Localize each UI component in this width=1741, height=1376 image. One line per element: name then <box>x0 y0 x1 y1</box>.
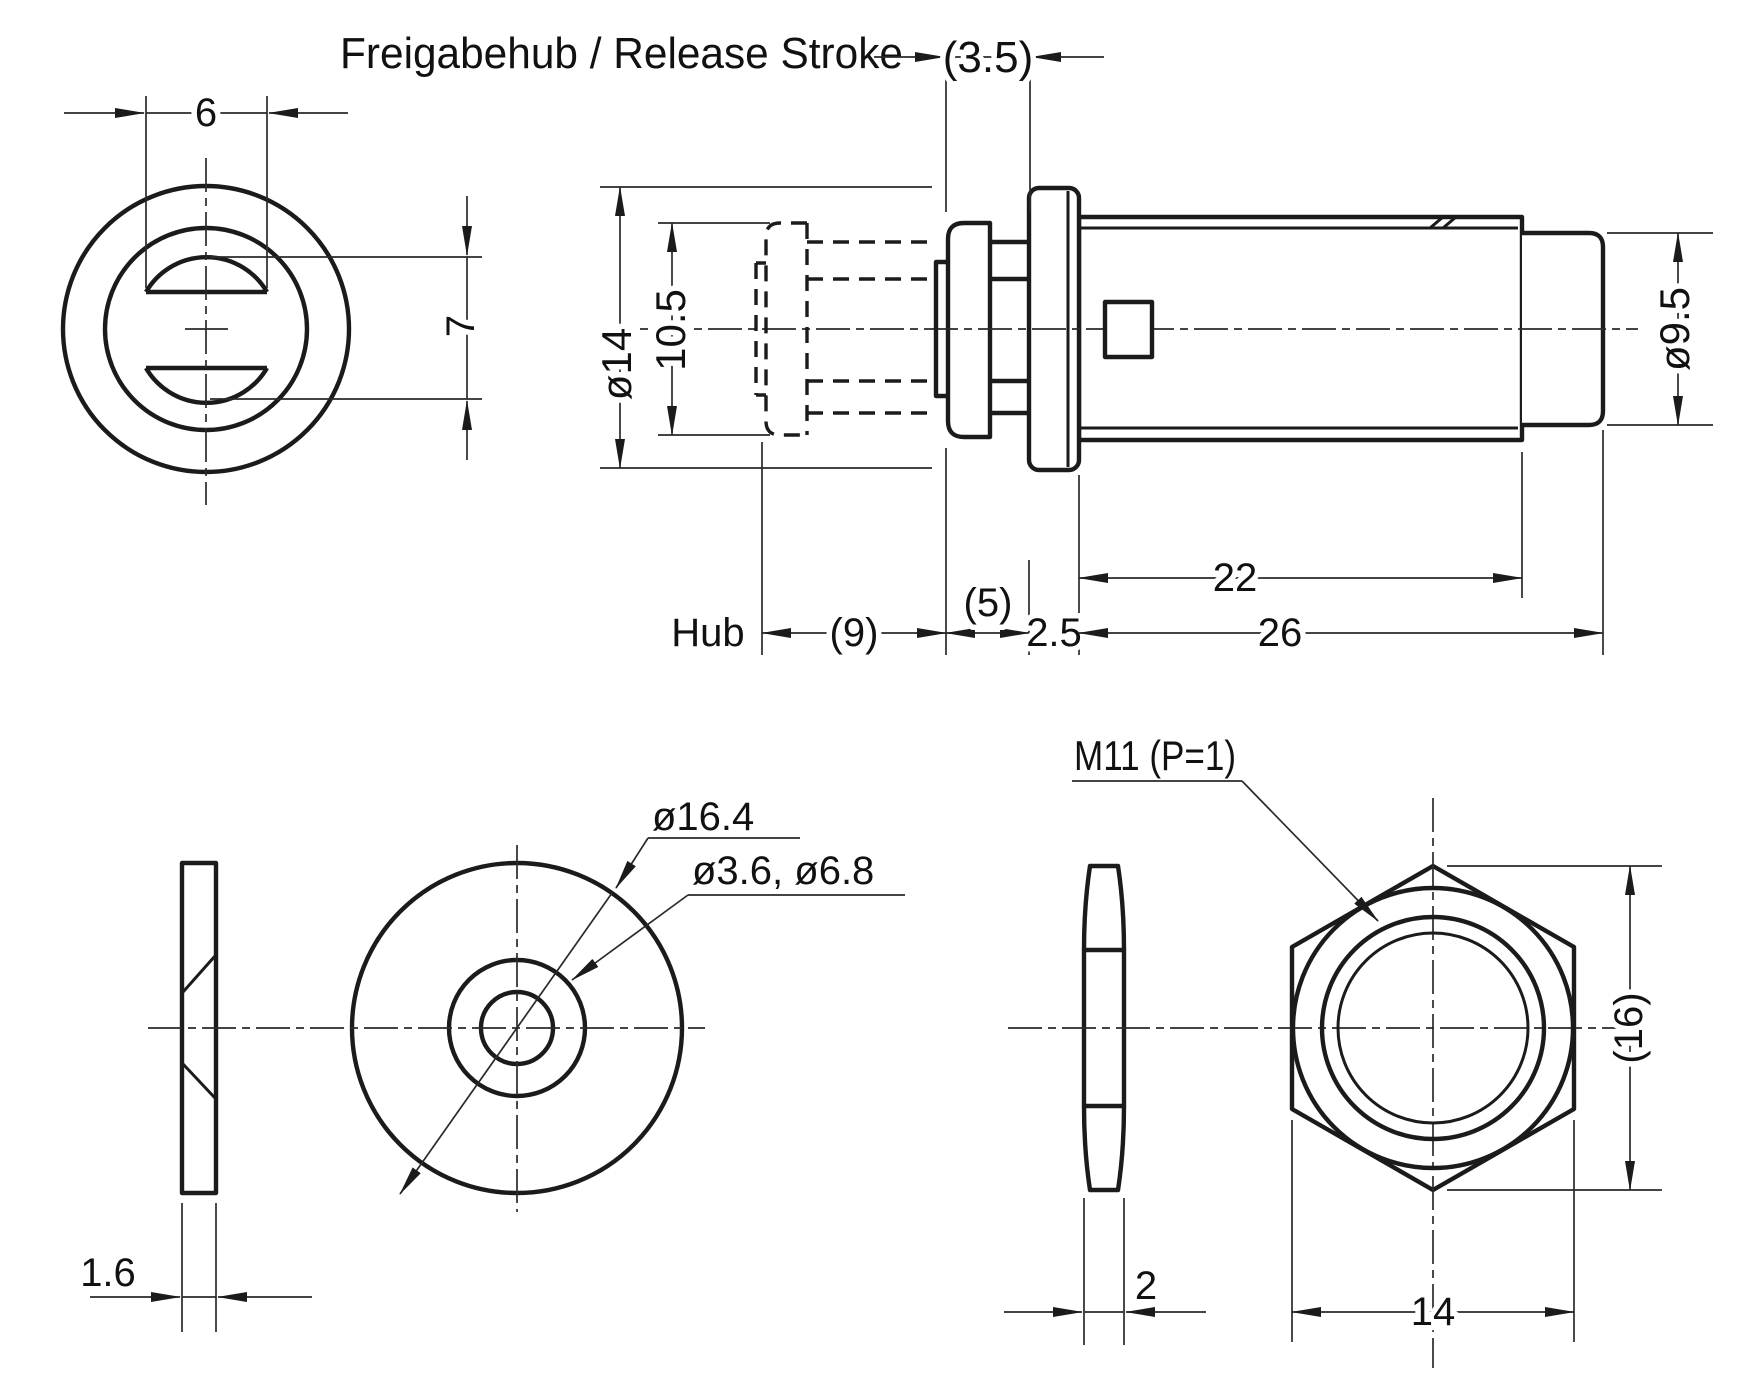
dim-front-length: (5) <box>945 576 1030 638</box>
side-view-extension-lines <box>761 430 1604 655</box>
dim-1_6-label: 1.6 <box>80 1251 136 1295</box>
dim-nut-thickness: 2 <box>1004 1198 1206 1345</box>
stem-lines <box>990 239 1029 416</box>
thread-lines <box>1081 215 1518 430</box>
washer-views: ø16.4 ø3.6, ø6.8 1.6 <box>80 795 905 1332</box>
assembly-side-view: Freigabehub / Release Stroke (3.5) ø14 1… <box>340 28 1713 661</box>
dim-slot-height: 7 <box>210 196 489 460</box>
dim-3_5-label: (3.5) <box>943 33 1033 82</box>
dim-hub-travel: Hub (9) <box>671 606 947 661</box>
dim-22-label: 22 <box>1213 556 1258 600</box>
washer-hatch-upper <box>181 955 217 993</box>
nut-thread-outer-circle <box>1319 914 1547 1142</box>
dim-slot-width: 6 <box>64 86 348 288</box>
dim-across-flats: 14 <box>1291 1120 1575 1342</box>
washer-hatch-lower <box>181 1062 217 1100</box>
dim-14-label: 14 <box>1411 1290 1456 1334</box>
button-extended-position-dashed <box>754 221 930 437</box>
label-washer-outer-dia: ø16.4 <box>615 795 800 889</box>
dim-plunger-dia: ø9.5 <box>1607 232 1713 426</box>
label-washer-hole-dias: ø3.6, ø6.8 <box>571 849 905 981</box>
dim-2_5-label: 2.5 <box>1026 611 1082 655</box>
dim-2-label: 2 <box>1135 1264 1157 1308</box>
dim-o16_4-label: ø16.4 <box>652 795 754 839</box>
nut-views: M11 (P=1) (16) 2 14 <box>1004 732 1662 1368</box>
dim-7-label: 7 <box>439 315 483 337</box>
dim-16-label: (16) <box>1607 992 1651 1063</box>
drawing-title: Freigabehub / Release Stroke <box>340 29 903 78</box>
dim-body-length: 22 <box>1078 551 1523 606</box>
dim-across-corners: (16) <box>1447 865 1662 1191</box>
dim-5-label: (5) <box>964 581 1013 625</box>
button-collar <box>933 259 948 399</box>
dim-o14-label: ø14 <box>593 328 640 400</box>
dim-26-label: 26 <box>1258 611 1303 655</box>
label-nut-thread: M11 (P=1) <box>1072 732 1379 922</box>
button-head <box>945 220 993 440</box>
dim-6-label: 6 <box>195 91 217 135</box>
dim-o3_6-o6_8-label: ø3.6, ø6.8 <box>692 849 874 893</box>
nut-thread-inner-circle <box>1336 931 1530 1125</box>
washer-diameter-line <box>399 892 613 1195</box>
dim-button-dia: 10.5 <box>642 222 770 436</box>
dim-o9_5-label: ø9.5 <box>1651 287 1698 371</box>
button-front-view: 6 7 <box>60 86 489 505</box>
nut-chamfer-circle <box>1290 885 1576 1171</box>
dim-9-label: (9) <box>830 611 879 655</box>
dim-washer-thickness: 1.6 <box>80 1203 312 1332</box>
dim-m11-label: M11 (P=1) <box>1074 732 1236 779</box>
dim-10_5-label: 10.5 <box>647 289 694 371</box>
dim-release-stroke: (3.5) <box>874 28 1104 212</box>
body-notch <box>1102 299 1155 360</box>
dim-total-length: 26 <box>1078 606 1604 661</box>
dim-flange-dia: ø14 <box>588 186 932 469</box>
hub-label: Hub <box>671 611 744 655</box>
